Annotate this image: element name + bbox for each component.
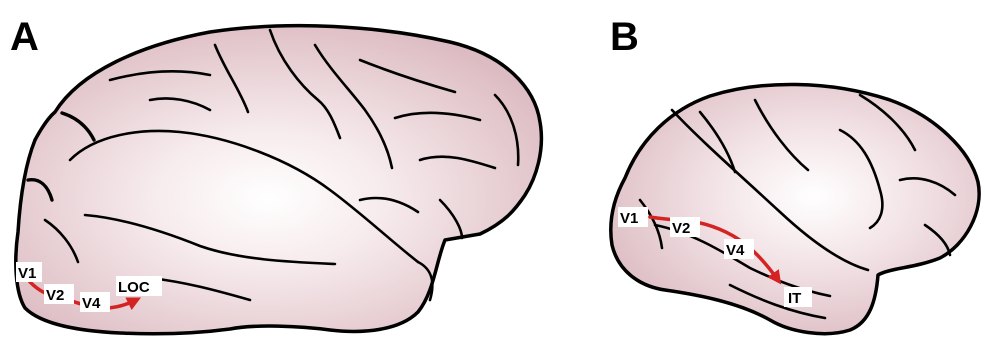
label-loc-a: LOC	[116, 276, 162, 296]
human-brain-outline	[16, 26, 542, 334]
label-v1-a: V1	[16, 262, 42, 282]
label-v2-a: V2	[44, 284, 74, 304]
label-text: V2	[46, 287, 64, 304]
label-it-b: IT	[784, 287, 812, 307]
label-text: V1	[620, 210, 638, 227]
panel-b: B V1 V2 V4 IT	[610, 15, 979, 334]
label-text: LOC	[118, 279, 150, 296]
label-text: V2	[672, 220, 690, 237]
panel-b-letter: B	[610, 15, 639, 59]
panel-a: A V1 V2 V4	[10, 15, 541, 334]
label-text: V4	[726, 242, 745, 259]
label-v4-a: V4	[80, 292, 110, 312]
label-v1-b: V1	[618, 207, 648, 227]
label-text: IT	[788, 290, 801, 307]
label-text: V1	[18, 265, 36, 282]
label-v2-b: V2	[670, 217, 700, 237]
label-text: V4	[82, 295, 101, 312]
panel-a-letter: A	[10, 15, 39, 59]
label-v4-b: V4	[724, 239, 754, 259]
